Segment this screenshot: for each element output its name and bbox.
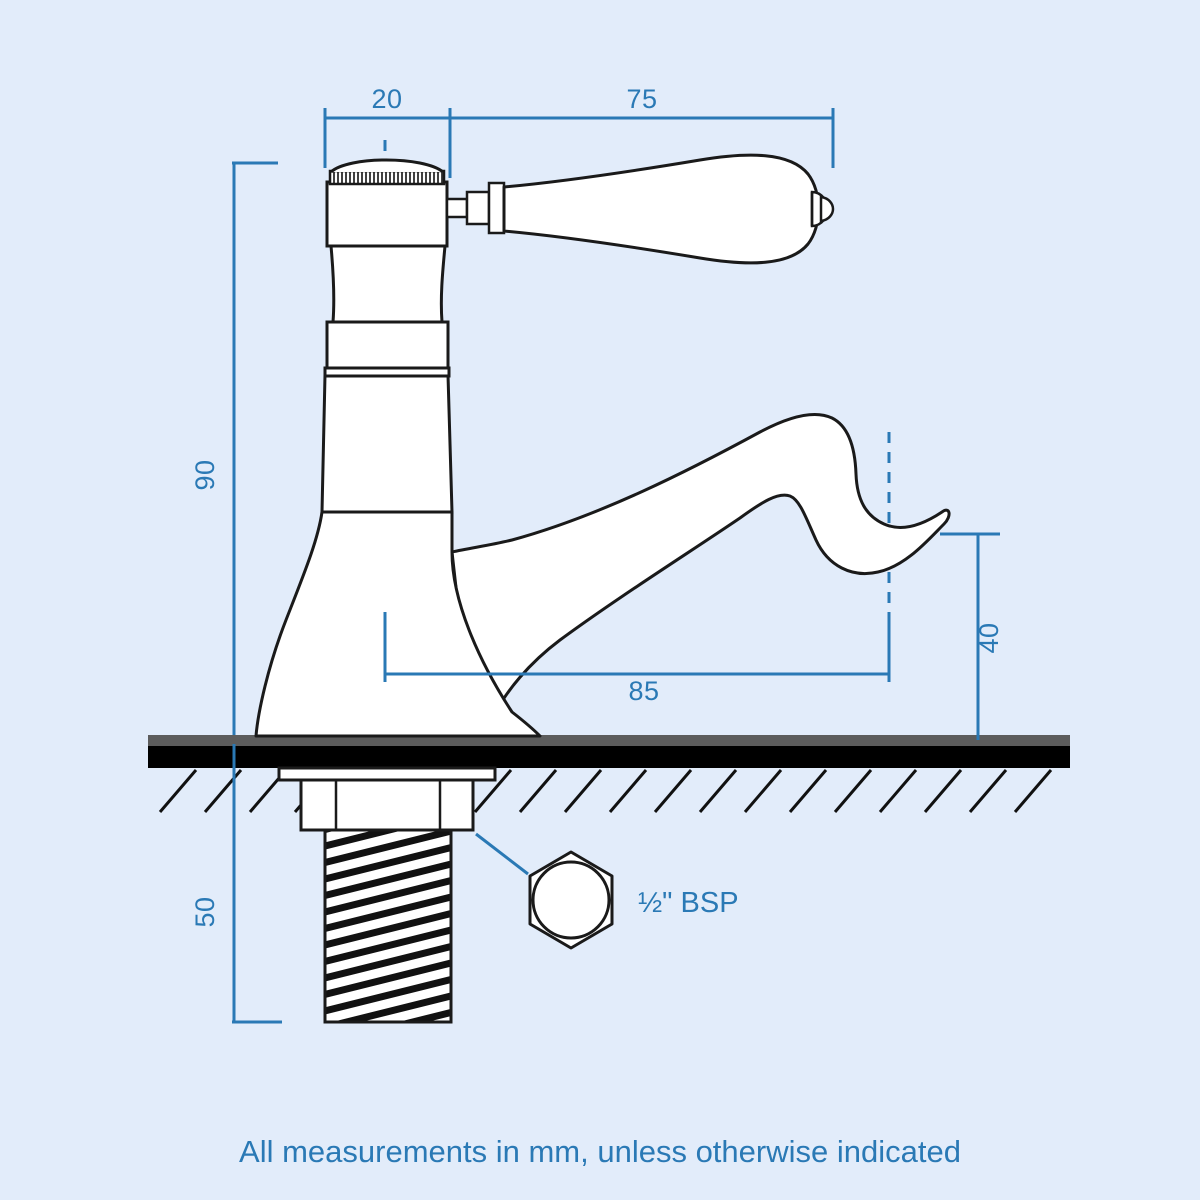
body-waist — [329, 244, 447, 324]
tail-length-dimension-group: 50 — [190, 744, 282, 1024]
knurl-serrations — [333, 172, 443, 183]
counter-body — [148, 746, 1070, 768]
tap-base-flare — [254, 510, 542, 738]
lever-stem-shoulder — [465, 190, 491, 226]
hex-bore-circle — [531, 860, 611, 940]
dim-label-40: 40 — [974, 622, 1004, 653]
backnut — [299, 778, 475, 832]
body-shaft — [320, 373, 454, 514]
headwork-barrel — [325, 180, 449, 248]
units-caption: All measurements in mm, unless otherwise… — [239, 1134, 961, 1169]
knurled-cap-band — [328, 169, 446, 186]
bsp-leader-line — [475, 832, 529, 876]
lever-end-cap-inner — [819, 195, 835, 223]
bsp-label: ½" BSP — [638, 887, 739, 919]
dim-label-85: 85 — [628, 676, 659, 706]
bsp-callout-group: ½" BSP — [475, 832, 739, 950]
under-counter-assembly — [277, 766, 497, 1024]
dim-label-50: 50 — [190, 896, 220, 927]
counter-surface — [148, 735, 1070, 746]
threaded-tail — [323, 828, 453, 1024]
spout-height-dimension-group: 40 — [940, 532, 1004, 740]
body-mid-band — [325, 320, 450, 370]
spout — [450, 413, 951, 714]
dim-label-20: 20 — [371, 84, 402, 114]
lever-stem — [445, 197, 469, 219]
dim-label-90: 90 — [190, 459, 220, 490]
washer-plate — [277, 766, 497, 782]
lever-collar — [487, 181, 506, 235]
lever-handle — [445, 153, 835, 265]
dim-label-75: 75 — [626, 84, 657, 114]
spout-reach-dimension-group: 85 — [383, 612, 891, 706]
cap-dome — [329, 158, 444, 174]
top-dimension-group: 20 75 — [323, 84, 835, 178]
